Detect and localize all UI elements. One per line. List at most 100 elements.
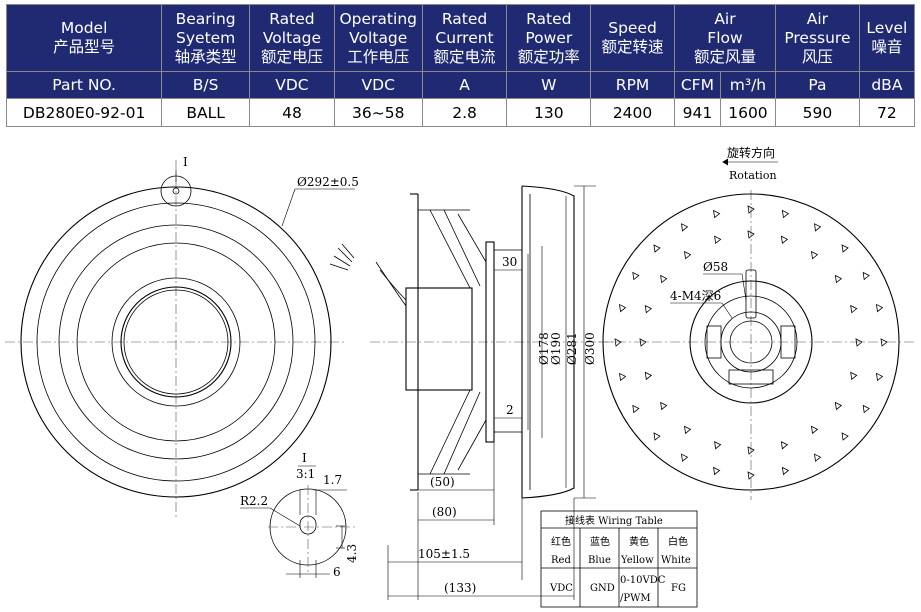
side-d50: (50) [430,475,455,489]
blade-slot [632,404,640,414]
front-view: I Ø292±0.5 [5,155,359,520]
unit-part-no: Part NO. [5,71,163,99]
detail-mark: I [302,451,307,465]
back-view: 旋转方向 Rotation Ø58 4-M4深6 [598,145,915,500]
blade-slot [653,432,661,441]
blade-slot [653,244,661,253]
blade-slot [684,250,692,260]
blade-slot [880,338,888,347]
unit-cfm: CFM [673,71,721,99]
value-rated-voltage: 48 [249,98,335,127]
side-d30: 30 [502,255,517,269]
blade-slot [619,372,627,382]
wiring-color-en-blue: Blue [588,555,611,566]
wiring-func-white: FG [671,583,686,594]
blade-slot [834,274,843,284]
unit-current: A [421,71,508,99]
unit-power: W [506,71,592,99]
blade-slot [713,466,721,476]
blade-slot [713,209,721,219]
blade-slot [875,303,884,313]
rotation-en: Rotation [729,169,777,182]
unit-dba: dBA [858,71,916,99]
wiring-title: 接线表 Wiring Table [565,514,663,527]
blade-slot [747,205,755,214]
wiring-func-yellow-2: /PWM [620,593,651,604]
value-part-no: DB280E0-92-01 [5,98,163,127]
blade-slot [841,432,849,441]
unit-pa: Pa [775,71,860,99]
blade-slot [644,304,653,314]
unit-vdc-operating: VDC [333,71,423,99]
wiring-color-en-red: Red [551,555,571,566]
blade-slot [684,425,692,435]
detail-dim-a: 1.7 [323,473,342,487]
blade-slot [862,404,870,414]
blade-slot [680,223,689,232]
rotation-zh: 旋转方向 [727,145,775,160]
side-view: 30 2 Ø178 Ø190 Ø281 Ø300 (50) (80) 105±1… [329,185,615,600]
wiring-func-yellow-1: 0-10VDC [620,575,666,586]
side-d2: 2 [506,403,514,417]
detail-view: I 3:1 1.7 R2.2 4.3 6 [240,451,359,579]
blade-slot [841,244,849,253]
blade-slot [875,372,884,382]
unit-m3h: m³/h [719,71,777,99]
blade-slot [714,235,722,245]
value-operating-voltage: 36~58 [333,98,423,127]
unit-bs: B/S [161,71,251,99]
blade-slot [834,401,843,411]
detail-dim-b: 4.3 [345,544,359,563]
blade-slot [714,441,722,450]
side-d190: Ø190 [549,332,563,365]
blade-slot [644,371,653,381]
blade-slot [747,230,755,239]
side-d281: Ø281 [565,332,579,365]
blade-slot [747,446,755,455]
back-hub: Ø58 [703,260,728,274]
value-cfm: 941 [673,98,721,127]
blade-slot [810,250,819,260]
value-pressure: 590 [775,98,860,127]
wiring-color-zh-blue: 蓝色 [590,535,610,548]
side-d178: Ø178 [537,332,551,365]
blade-slot [862,271,870,281]
value-noise: 72 [858,98,916,127]
value-speed: 2400 [590,98,675,127]
blade-slot [813,453,822,462]
side-d105: 105±1.5 [418,547,470,561]
wiring-color-zh-red: 红色 [551,535,571,548]
front-detail-mark: I [183,155,188,169]
wiring-func-blue: GND [590,583,615,594]
wiring-color-en-yellow: Yellow [620,555,654,566]
side-d80: (80) [432,505,457,519]
value-power: 130 [506,98,592,127]
blade-slot [660,401,668,411]
blade-slots [614,205,888,480]
blade-slot [810,425,819,435]
wiring-color-en-white: White [661,555,691,566]
blade-slot [780,441,789,450]
wiring-color-zh-yellow: 黄色 [629,535,649,548]
side-d133: (133) [444,581,476,595]
value-bearing: BALL [161,98,251,127]
unit-rpm: RPM [590,71,675,99]
blade-slot [632,271,640,281]
blade-slot [850,304,858,314]
value-m3h: 1600 [719,98,777,127]
blade-slot [660,274,668,284]
blade-slot [781,209,790,219]
blade-slot [614,338,622,347]
back-holes: 4-M4深6 [670,289,721,303]
blade-slot [639,338,647,347]
blade-slot [855,338,863,347]
